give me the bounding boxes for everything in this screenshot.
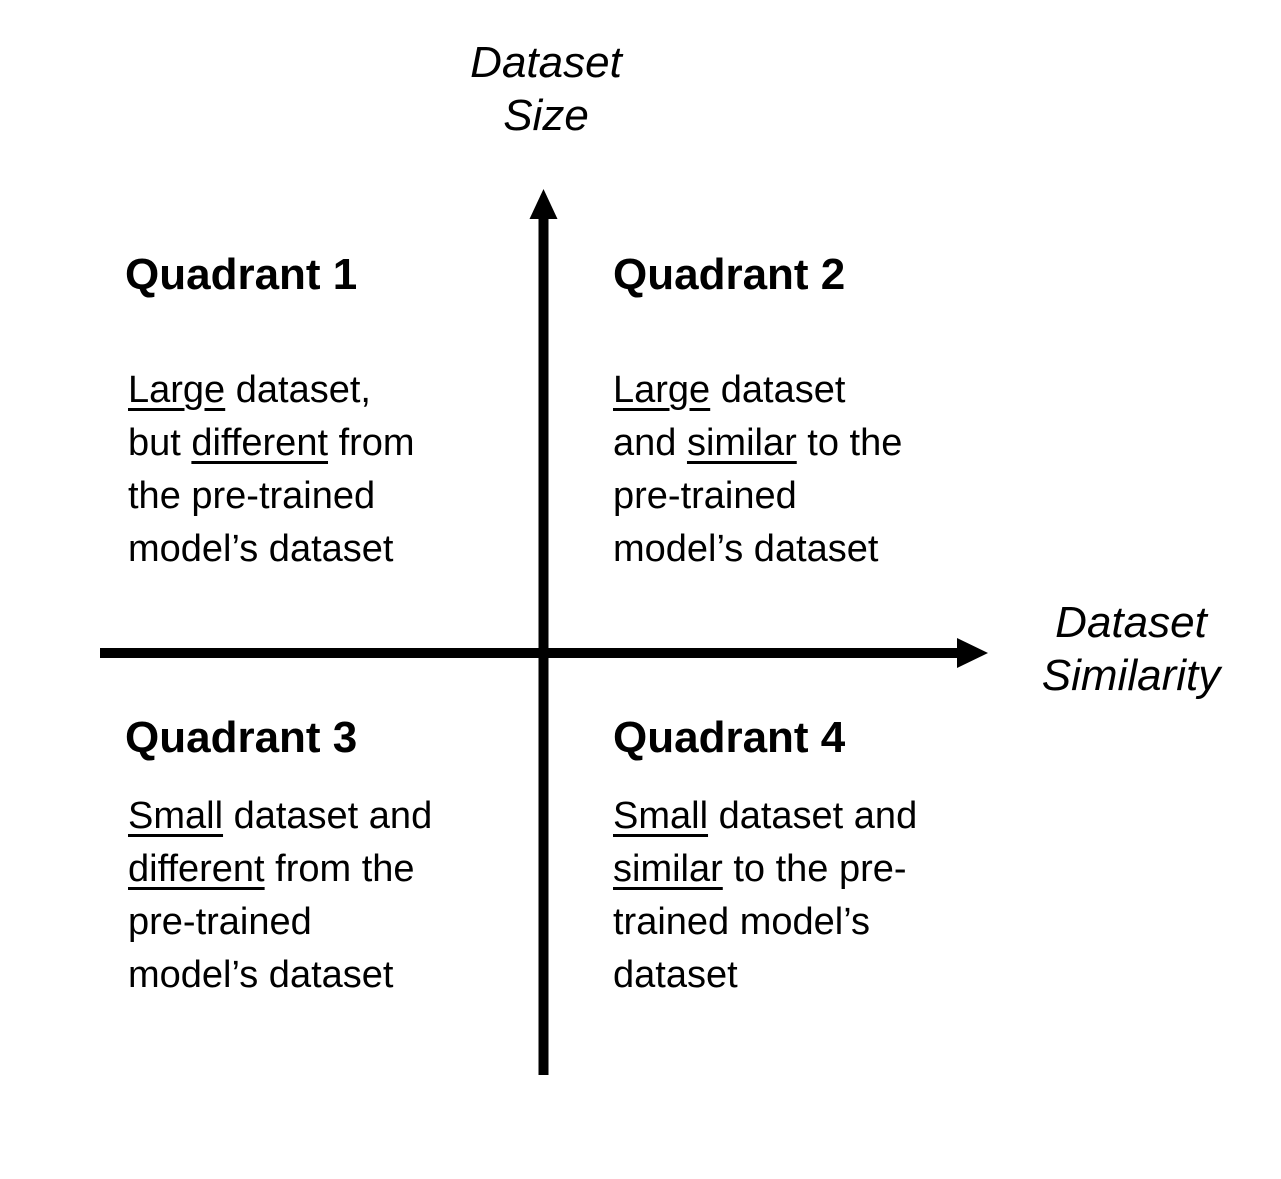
underlined-text-segment: Large — [128, 369, 226, 411]
quadrant-3-title: Quadrant 3 — [125, 713, 358, 762]
text-segment: model’s dataset — [613, 528, 879, 570]
underlined-text-segment: different — [191, 422, 329, 464]
body-text-line: pre-trained — [613, 470, 902, 523]
body-text-line: Large dataset — [613, 364, 902, 417]
y-axis-arrowhead — [529, 189, 558, 219]
body-text-line: model’s dataset — [128, 523, 415, 576]
text-segment: pre-trained — [613, 475, 797, 517]
text-segment: model’s dataset — [128, 954, 394, 996]
y-axis-label-line1: Dataset — [470, 38, 622, 87]
text-segment: dataset and — [708, 795, 918, 837]
underlined-text-segment: similar — [613, 848, 723, 890]
body-text-line: Small dataset and — [128, 790, 432, 843]
underlined-text-segment: different — [128, 848, 265, 890]
body-text-line: different from the — [128, 843, 432, 896]
y-axis-label: Dataset Size — [421, 36, 671, 142]
body-text-line: but different from — [128, 417, 415, 470]
quadrant-4-title: Quadrant 4 — [613, 713, 846, 762]
body-text-line: Small dataset and — [613, 790, 917, 843]
underlined-text-segment: Small — [613, 795, 709, 837]
underlined-text-segment: Large — [613, 369, 711, 411]
text-segment: from — [328, 422, 415, 464]
body-text-line: similar to the pre- — [613, 843, 917, 896]
text-segment: dataset — [710, 369, 846, 411]
underlined-text-segment: Small — [128, 795, 224, 837]
underlined-text-segment: similar — [686, 422, 797, 464]
quadrant-1-title: Quadrant 1 — [125, 250, 358, 299]
text-segment: dataset, — [225, 369, 371, 411]
text-segment: dataset and — [223, 795, 433, 837]
text-segment: and — [613, 422, 687, 464]
quadrant-2-title: Quadrant 2 — [613, 250, 846, 299]
text-segment: to the — [796, 422, 903, 464]
x-axis-label: Dataset Similarity — [1005, 596, 1257, 702]
text-segment: dataset — [613, 954, 738, 996]
text-segment: the pre-trained — [128, 475, 376, 517]
x-axis-label-line1: Dataset — [1055, 598, 1207, 647]
body-text-line: model’s dataset — [128, 949, 432, 1002]
text-segment: to the pre- — [722, 848, 907, 890]
body-text-line: and similar to the — [613, 417, 902, 470]
y-axis-label-line2: Size — [503, 91, 589, 140]
body-text-line: the pre-trained — [128, 470, 415, 523]
text-segment: from the — [264, 848, 415, 890]
body-text-line: pre-trained — [128, 896, 432, 949]
body-text-line: model’s dataset — [613, 523, 902, 576]
x-axis-arrowhead — [957, 638, 988, 668]
x-axis-label-line2: Similarity — [1041, 651, 1221, 700]
body-text-line: Large dataset, — [128, 364, 415, 417]
body-text-line: trained model’s — [613, 896, 917, 949]
body-text-line: dataset — [613, 949, 917, 1002]
text-segment: but — [128, 422, 192, 464]
text-segment: pre-trained — [128, 901, 312, 943]
text-segment: trained model’s — [613, 901, 871, 943]
text-segment: model’s dataset — [128, 528, 394, 570]
